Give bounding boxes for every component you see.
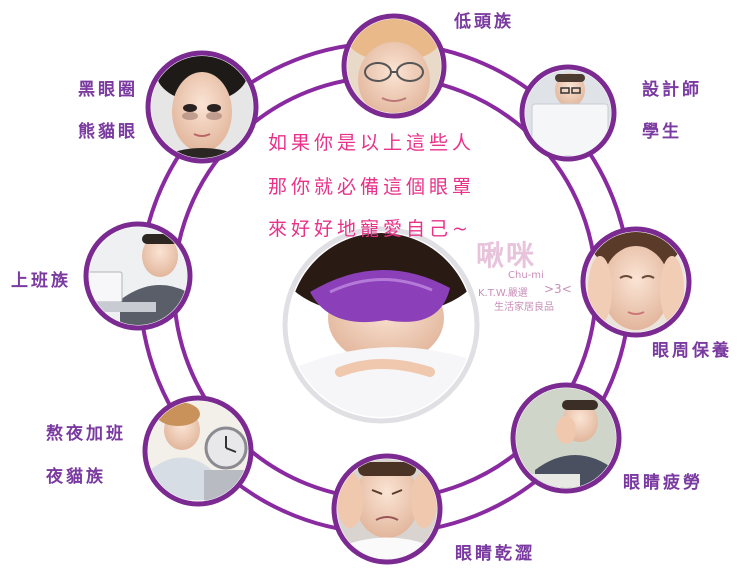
stressed-man-holding-head-icon: [331, 453, 443, 565]
businessman-at-computer-icon: [83, 221, 193, 331]
man-behind-laptop-icon: [519, 64, 617, 162]
label-low-head: 低頭族: [454, 12, 514, 32]
label-eye-fatigue: 眼睛疲勞: [623, 473, 703, 493]
brand-subtitle: 生活家居良品: [494, 302, 554, 313]
woman-massaging-eyes-icon: [580, 226, 692, 338]
tired-woman-with-alarm-clock-icon: [142, 395, 254, 507]
elderly-woman-with-glasses-icon: [341, 13, 447, 119]
brand-romanization: Chu-mi: [508, 270, 544, 281]
brand-emoticon: >3<: [544, 282, 572, 296]
headline-line-3: 來好好地寵愛自己~: [268, 218, 472, 240]
man-rubbing-eyes-icon: [510, 382, 622, 494]
label-night-owl: 夜貓族: [46, 467, 106, 487]
brand-tagline: K.T.W.嚴選: [478, 288, 528, 299]
headline-line-1: 如果你是以上這些人: [268, 132, 476, 154]
woman-wearing-purple-eye-mask-icon: [282, 226, 480, 424]
label-eye-care: 眼周保養: [652, 341, 732, 361]
label-overtime: 熬夜加班: [46, 424, 126, 444]
label-designer: 設計師: [642, 80, 702, 100]
headline-line-2: 那你就必備這個眼罩: [268, 176, 476, 198]
woman-with-dark-circles-icon: [145, 50, 259, 164]
label-office-worker: 上班族: [11, 271, 71, 291]
label-student: 學生: [642, 122, 682, 142]
label-dry-eyes: 眼睛乾澀: [455, 544, 535, 564]
label-panda-eyes: 熊貓眼: [78, 122, 138, 142]
brand-name: 啾咪: [476, 239, 537, 272]
label-dark-circles: 黑眼圈: [78, 80, 138, 100]
